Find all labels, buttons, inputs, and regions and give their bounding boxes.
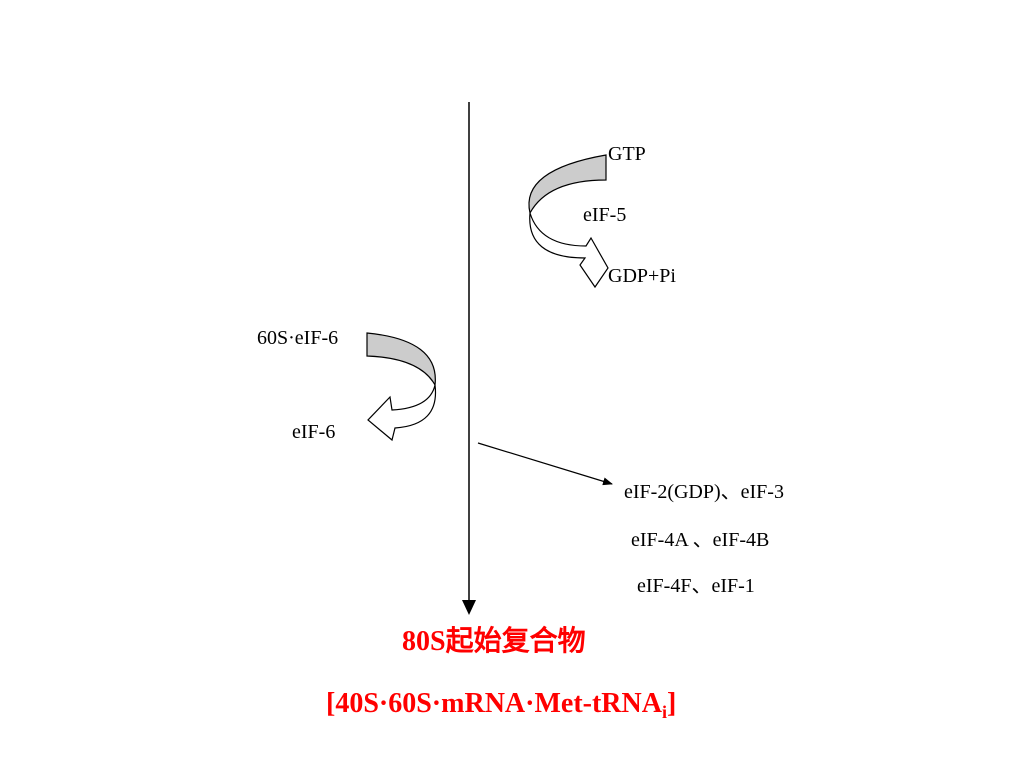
product-formula-close: ] <box>666 688 677 719</box>
gtp-arrow-white-tail <box>529 212 609 289</box>
main-pathway-arrowhead <box>462 600 476 615</box>
gtp-hydrolysis-curved-arrow <box>528 154 609 289</box>
released-factors-line2: eIF-4A 、eIF-4B <box>631 529 770 551</box>
60s-eif6-label: 60S·eIF-6 <box>257 327 339 349</box>
eif5-label: eIF-5 <box>583 204 627 226</box>
released-factors-line3: eIF-4F、eIF-1 <box>637 575 755 597</box>
eif6-label: eIF-6 <box>292 421 336 443</box>
product-title: 80S起始复合物 <box>402 626 586 657</box>
product-formula: [40S·60S·mRNA·Met-tRNAi] <box>326 688 677 722</box>
release-arrow <box>477 442 613 486</box>
gdp-pi-label: GDP+Pi <box>608 265 676 287</box>
product-formula-subscript: i <box>661 702 667 722</box>
eif6-release-curved-arrow <box>366 332 437 442</box>
gtp-label: GTP <box>608 143 646 165</box>
eif6-arrow-gray-band <box>366 332 436 387</box>
released-factors-line1: eIF-2(GDP)、eIF-3 <box>624 481 784 503</box>
eif6-arrow-white-tail <box>367 384 437 442</box>
product-formula-main: [40S·60S·mRNA·Met-tRNA <box>326 688 662 719</box>
